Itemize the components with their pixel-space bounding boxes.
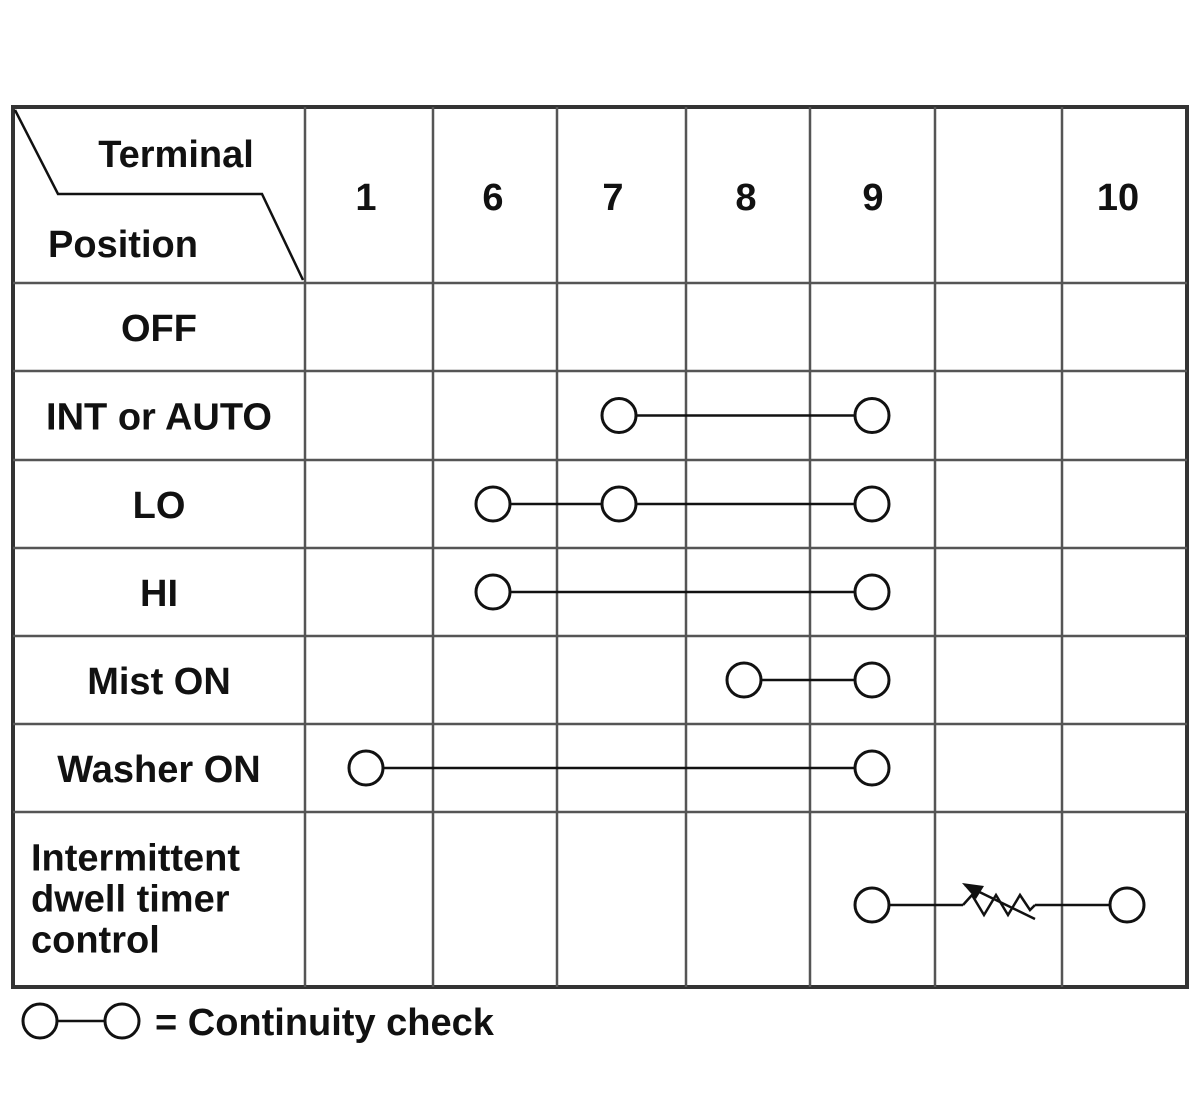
header-diagonal bbox=[13, 109, 305, 281]
terminal-node bbox=[600, 485, 638, 523]
position-label: INT or AUTO bbox=[46, 397, 272, 439]
position-label: Mist ON bbox=[87, 661, 231, 703]
terminal-node bbox=[347, 749, 385, 787]
header-position-label: Position bbox=[48, 224, 198, 266]
legend: = Continuity check bbox=[21, 1002, 495, 1044]
terminal-node bbox=[1108, 886, 1146, 924]
variable-resistor-icon bbox=[962, 892, 1036, 918]
position-label-line: control bbox=[31, 920, 160, 962]
position-label: OFF bbox=[121, 308, 197, 350]
terminal-header-1: 1 bbox=[355, 177, 376, 219]
terminal-header-9: 9 bbox=[862, 177, 883, 219]
terminal-node bbox=[853, 661, 891, 699]
terminal-node bbox=[853, 397, 891, 434]
terminal-header-8: 8 bbox=[735, 177, 756, 219]
terminal-node bbox=[474, 573, 512, 611]
terminal-header-10: 10 bbox=[1097, 177, 1139, 219]
table-grid bbox=[11, 105, 1189, 989]
terminal-node bbox=[600, 397, 638, 434]
connection-lines bbox=[347, 397, 1146, 924]
terminal-node bbox=[853, 749, 891, 787]
position-label-line: Intermittent bbox=[31, 838, 240, 880]
terminal-node bbox=[853, 573, 891, 611]
position-label: LO bbox=[133, 485, 186, 527]
legend-node-right bbox=[103, 1002, 141, 1040]
terminal-node bbox=[725, 661, 763, 699]
position-label: HI bbox=[140, 573, 178, 615]
position-label-line: dwell timer bbox=[31, 879, 230, 921]
position-labels: OFF INT or AUTO LO HI Mist ON Washer ON Interm… bbox=[31, 308, 272, 962]
terminal-header-6: 6 bbox=[482, 177, 503, 219]
terminal-headers: 1 6 7 8 9 10 bbox=[355, 177, 1139, 219]
legend-node-left bbox=[21, 1002, 59, 1040]
terminal-node bbox=[853, 485, 891, 523]
header-terminal-label: Terminal bbox=[98, 134, 254, 176]
terminal-node bbox=[853, 886, 891, 924]
terminal-header-7: 7 bbox=[602, 177, 623, 219]
position-label: Washer ON bbox=[57, 749, 260, 791]
legend-text: = Continuity check bbox=[155, 1002, 495, 1044]
terminal-node bbox=[474, 485, 512, 523]
resistor-arrow-head-icon bbox=[962, 883, 984, 899]
header-cell: Terminal Position bbox=[48, 134, 254, 266]
